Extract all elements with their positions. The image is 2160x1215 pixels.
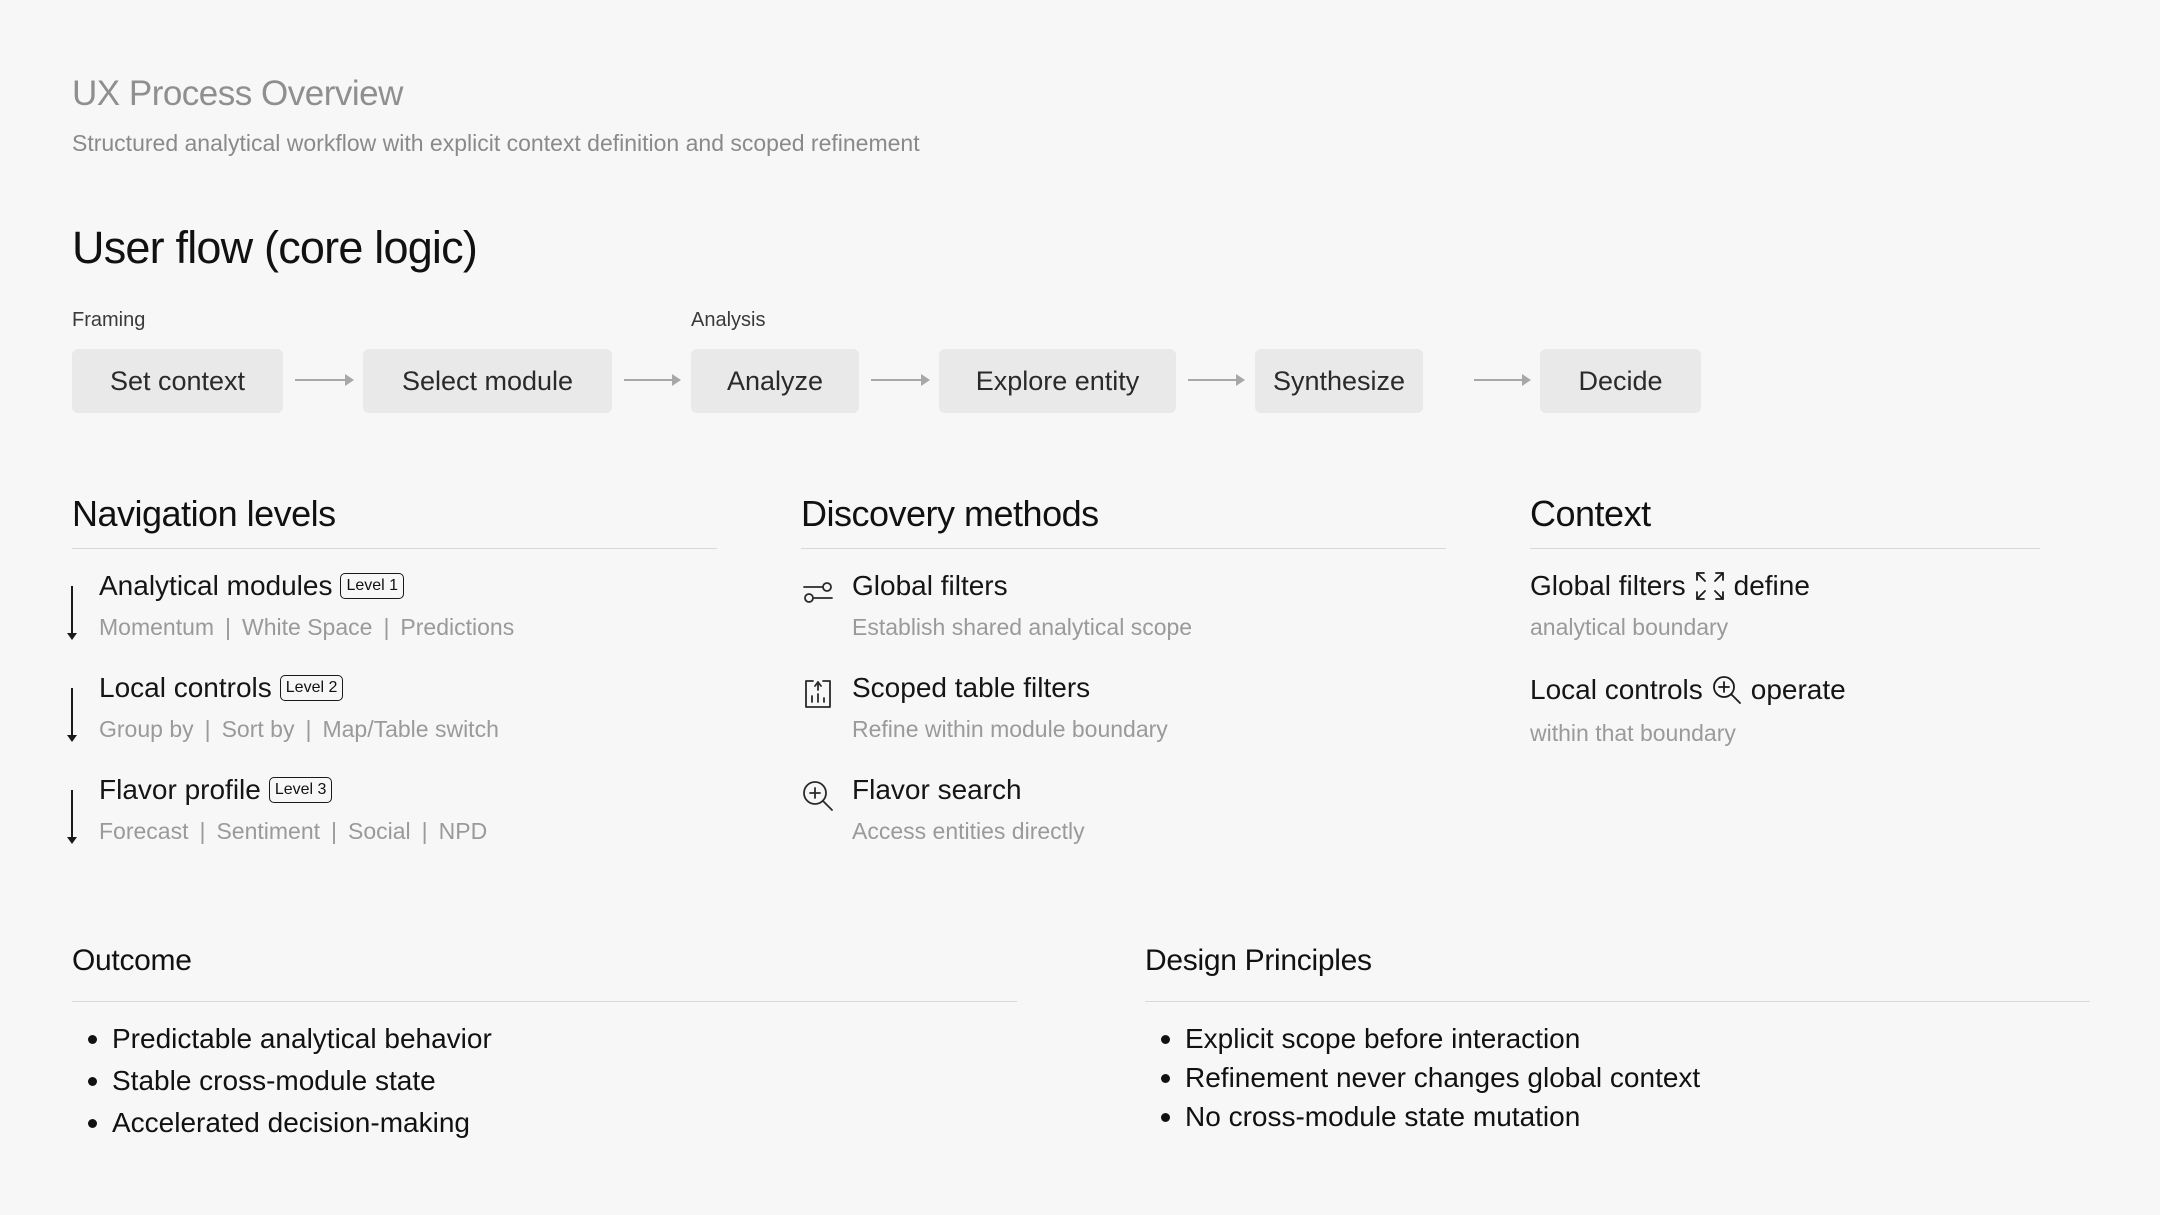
flow-step-decide: Decide	[1540, 349, 1701, 413]
nav-level-1-title: Analytical modules Level 1	[99, 570, 405, 602]
stage-label-framing: Framing	[72, 309, 146, 331]
level-badge: Level 3	[268, 777, 333, 803]
page-title: UX Process Overview	[72, 74, 403, 113]
outcome-list: Predictable analytical behavior Stable c…	[72, 1018, 492, 1144]
flow-arrow	[1188, 374, 1245, 386]
context-item-verb: define	[1733, 570, 1810, 601]
page-subtitle: Structured analytical workflow with expl…	[72, 130, 920, 156]
separator: |	[331, 818, 338, 844]
principle-bullet: Refinement never changes global context	[1145, 1058, 1700, 1097]
flow-step-set-context: Set context	[72, 349, 283, 413]
discovery-scoped-table-filters-desc: Refine within module boundary	[852, 716, 1168, 742]
subitem-white-space: White Space	[242, 614, 373, 640]
context-global-filters-desc: analytical boundary	[1530, 614, 1729, 640]
separator: |	[383, 614, 390, 640]
nav-level-label: Analytical modules	[99, 570, 333, 601]
context-item-label: Global filters	[1530, 570, 1686, 601]
subitem-group-by: Group by	[99, 716, 194, 742]
discovery-scoped-table-filters: Scoped table filters	[852, 672, 1091, 703]
section-divider	[1145, 1001, 2090, 1002]
level-badge: Level 1	[340, 573, 405, 599]
separator: |	[421, 818, 428, 844]
nav-level-1-subitems: Momentum | White Space | Predictions	[99, 614, 514, 641]
context-item-label: Local controls	[1530, 674, 1703, 705]
separator: |	[305, 716, 312, 742]
subitem-npd: NPD	[438, 818, 488, 844]
flow-step-explore-entity: Explore entity	[939, 349, 1176, 413]
flow-step-synthesize: Synthesize	[1255, 349, 1423, 413]
subitem-forecast: Forecast	[99, 818, 189, 844]
nav-level-2-subitems: Group by | Sort by | Map/Table switch	[99, 716, 499, 743]
nav-level-3-subitems: Forecast | Sentiment | Social | NPD	[99, 818, 487, 845]
section-divider	[1530, 548, 2040, 549]
level-down-arrow	[67, 586, 77, 640]
discovery-global-filters: Global filters	[852, 570, 1008, 601]
outcome-bullet: Stable cross-module state	[72, 1060, 492, 1102]
section-divider	[72, 548, 717, 549]
subitem-predictions: Predictions	[400, 614, 515, 640]
discovery-flavor-search-desc: Access entities directly	[852, 818, 1085, 844]
flow-arrow	[1474, 374, 1531, 386]
separator: |	[225, 614, 232, 640]
stage-label-analysis: Analysis	[691, 309, 766, 331]
subitem-map-table-switch: Map/Table switch	[322, 716, 499, 742]
flow-arrow	[624, 374, 681, 386]
principle-bullet: No cross-module state mutation	[1145, 1097, 1700, 1136]
nav-level-label: Flavor profile	[99, 774, 261, 805]
nav-level-3-title: Flavor profile Level 3	[99, 774, 333, 806]
flow-step-analyze: Analyze	[691, 349, 859, 413]
zoom-in-icon	[1711, 674, 1743, 706]
subitem-momentum: Momentum	[99, 614, 215, 640]
outcome-title: Outcome	[72, 944, 192, 977]
principle-bullet: Explicit scope before interaction	[1145, 1019, 1700, 1058]
bar-chart-filter-icon	[801, 677, 835, 711]
outcome-bullet: Accelerated decision-making	[72, 1102, 492, 1144]
section-divider	[72, 1001, 1017, 1002]
user-flow-title: User flow (core logic)	[72, 222, 478, 273]
section-divider	[801, 548, 1446, 549]
separator: |	[204, 716, 211, 742]
discovery-methods-title: Discovery methods	[801, 493, 1099, 534]
outcome-bullet: Predictable analytical behavior	[72, 1018, 492, 1060]
level-badge: Level 2	[279, 675, 344, 701]
zoom-in-search-icon	[801, 779, 835, 813]
subitem-social: Social	[348, 818, 411, 844]
expand-arrows-icon	[1694, 570, 1726, 602]
level-down-arrow	[67, 790, 77, 844]
context-item-verb: operate	[1750, 674, 1846, 705]
flow-arrow	[295, 374, 354, 386]
subitem-sentiment: Sentiment	[216, 818, 321, 844]
navigation-levels-title: Navigation levels	[72, 493, 336, 534]
subitem-sort-by: Sort by	[221, 716, 295, 742]
context-local-controls-desc: within that boundary	[1530, 720, 1736, 746]
discovery-global-filters-desc: Establish shared analytical scope	[852, 614, 1193, 640]
context-local-controls: Local controls operate	[1530, 674, 1846, 706]
level-down-arrow	[67, 688, 77, 742]
nav-level-2-title: Local controls Level 2	[99, 672, 344, 704]
context-title: Context	[1530, 493, 1651, 534]
separator: |	[199, 818, 206, 844]
filter-sliders-icon	[801, 575, 835, 609]
flow-step-select-module: Select module	[363, 349, 612, 413]
flow-arrow	[871, 374, 930, 386]
nav-level-label: Local controls	[99, 672, 272, 703]
design-principles-list: Explicit scope before interaction Refine…	[1145, 1019, 1700, 1136]
discovery-flavor-search: Flavor search	[852, 774, 1022, 805]
design-principles-title: Design Principles	[1145, 944, 1372, 977]
context-global-filters: Global filters define	[1530, 570, 1810, 602]
